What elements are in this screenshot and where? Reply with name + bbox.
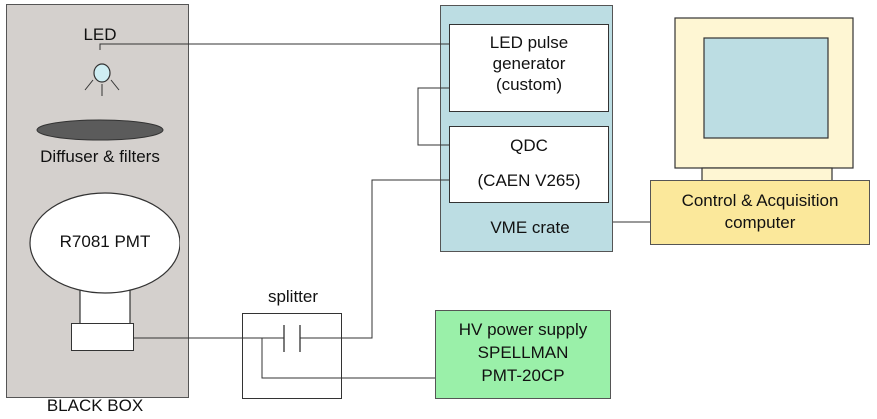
qdc-line-2: (CAEN V265) — [477, 171, 581, 190]
computer-line-2: computer — [724, 213, 796, 232]
led-gen-line-1: LED pulse — [489, 33, 569, 52]
signal-wire — [300, 179, 449, 339]
hv-line-3: PMT-20CP — [481, 366, 565, 385]
pmt — [29, 192, 180, 326]
control-acquisition-computer: Control & Acquisition computer — [650, 180, 870, 245]
qdc-module: QDC (CAEN V265) — [449, 126, 609, 203]
hv-wire — [261, 338, 435, 379]
capacitor-icon — [283, 325, 301, 352]
led-label: LED — [83, 25, 117, 44]
led-gen-line-2: generator — [492, 54, 566, 73]
pmt-label: R7081 PMT — [59, 232, 151, 251]
monitor-icon — [674, 17, 854, 185]
qdc-line-1: QDC — [510, 136, 548, 155]
diffuser-label: Diffuser & filters — [40, 147, 160, 166]
vme-crate-label: VME crate — [490, 218, 570, 237]
gate-wire — [417, 87, 449, 146]
led-bulb-icon — [84, 63, 120, 96]
hv-line-2: SPELLMAN — [477, 343, 569, 362]
splitter-box — [242, 313, 342, 399]
computer-line-1: Control & Acquisition — [681, 191, 839, 210]
hv-power-supply: HV power supply SPELLMAN PMT-20CP — [435, 310, 611, 399]
black-box-caption: BLACK BOX — [46, 396, 144, 415]
led-signal-wire — [99, 43, 449, 50]
hv-line-1: HV power supply — [458, 320, 588, 339]
splitter-label: splitter — [267, 287, 319, 306]
led-gen-line-3: (custom) — [495, 75, 563, 94]
diffuser-disc-icon — [36, 119, 164, 141]
pmt-base — [71, 323, 134, 351]
led-pulse-generator: LED pulse generator (custom) — [449, 24, 609, 112]
